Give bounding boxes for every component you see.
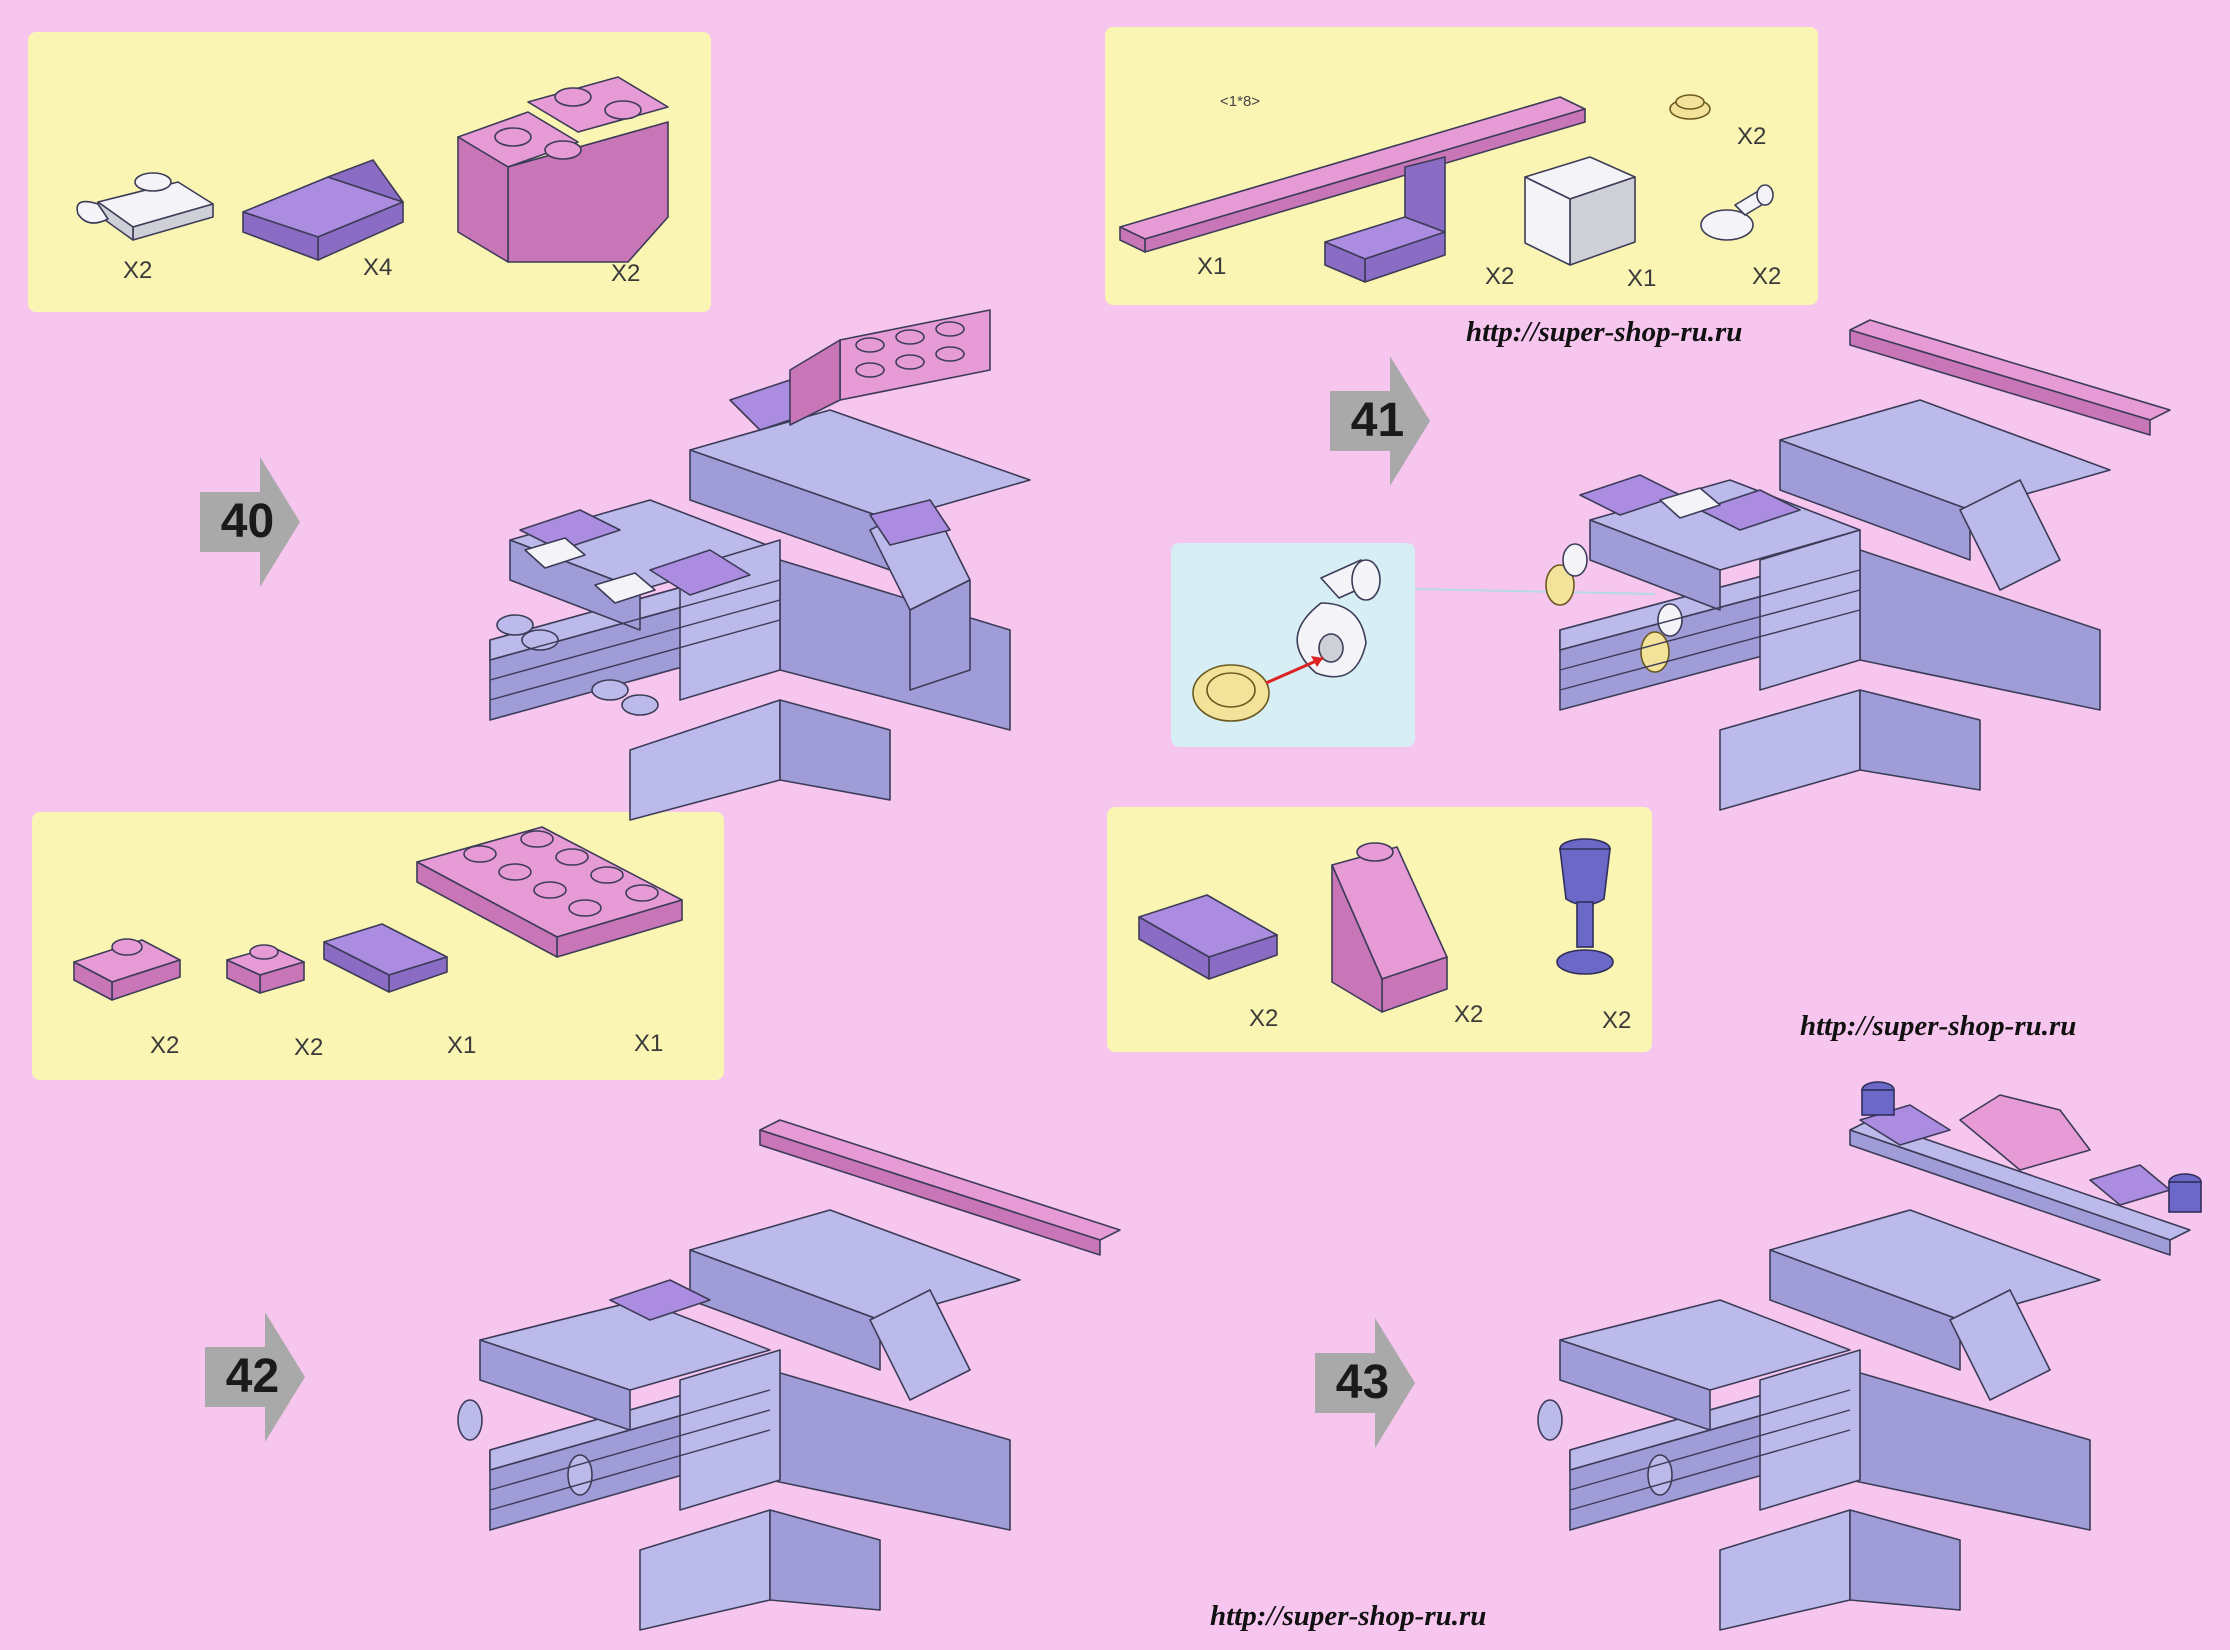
watermark-url-bottom: http://super-shop-ru.ru xyxy=(1210,1600,1487,1632)
watermark-url-top: http://super-shop-ru.ru xyxy=(1466,316,1743,348)
bracket-icon xyxy=(1324,156,1446,283)
plate-size-mark: <1*8> xyxy=(1220,93,1261,110)
step-40-arrow: 40 xyxy=(200,457,310,587)
step-arrow-icon xyxy=(200,457,300,587)
step-43-arrow: 43 xyxy=(1315,1318,1425,1448)
red-arrow-head-icon xyxy=(1311,656,1323,667)
step-arrow-icon xyxy=(1330,356,1430,486)
qty-plate-1x1: X2 xyxy=(294,1034,324,1061)
plate-1x8-icon xyxy=(1119,96,1586,253)
slope-pink-icon xyxy=(1331,842,1448,1013)
qty-plate-2x4: X1 xyxy=(634,1030,664,1057)
step-arrow-icon xyxy=(1315,1318,1415,1448)
plate-2x4-icon xyxy=(416,826,683,958)
parts-panel-step-41: <1*8> X1 X2 X1 X2 X2 xyxy=(1105,27,1818,305)
parts-panel-step-40: X2 X4 X2 xyxy=(28,32,711,312)
clip-plate-icon xyxy=(76,172,214,241)
parts-panel-step-42: X2 X2 X1 X1 xyxy=(32,812,724,1080)
step-42-number: 42 xyxy=(225,1350,280,1403)
assembly-step-40 xyxy=(489,309,1031,821)
parts-panel-step-43: X2 X2 X2 xyxy=(1107,807,1652,1052)
slope-icon xyxy=(242,159,404,261)
goblet-icon xyxy=(1556,838,1614,975)
assembly-step-42 xyxy=(457,1119,1121,1631)
step-42-arrow: 42 xyxy=(205,1312,315,1442)
tile-1x2-icon xyxy=(323,923,448,993)
slope-purple-icon xyxy=(1138,894,1278,980)
inset-detail-illustration xyxy=(1192,559,1381,722)
step-40-number: 40 xyxy=(220,495,275,548)
round-tile-icon xyxy=(1669,94,1711,120)
qty-clip-bar: X2 xyxy=(1752,263,1782,290)
model-body-icon xyxy=(1545,319,2171,811)
qty-inv-slope-brick: X2 xyxy=(611,260,641,287)
brick-1x2-white-icon xyxy=(1524,156,1636,266)
model-body-icon xyxy=(489,309,1031,821)
inset-detail-step-41 xyxy=(1171,543,1415,747)
plate-1x1-icon xyxy=(226,944,305,994)
inv-slope-brick-icon xyxy=(457,76,669,263)
parts-40-illustration xyxy=(76,76,669,263)
step-arrow-icon xyxy=(205,1312,305,1442)
step-41-arrow: 41 xyxy=(1330,356,1440,486)
clip-plate-pink-icon xyxy=(73,938,181,1001)
qty-round-tile: X2 xyxy=(1737,123,1767,150)
watermark-url-middle: http://super-shop-ru.ru xyxy=(1800,1010,2077,1042)
model-body-icon xyxy=(1537,1081,2202,1631)
qty-clip-plate: X2 xyxy=(123,257,153,284)
qty-slope-pink: X2 xyxy=(1454,1001,1484,1028)
clip-bar-detail-icon xyxy=(1296,559,1381,678)
clip-bar-icon xyxy=(1700,184,1774,241)
assembly-step-43 xyxy=(1537,1081,2202,1631)
qty-clip-plate-pink: X2 xyxy=(150,1032,180,1059)
assembly-step-41 xyxy=(1545,319,2171,811)
round-tile-detail-icon xyxy=(1192,664,1270,722)
step-41-number: 41 xyxy=(1350,394,1405,447)
qty-slope-purple: X2 xyxy=(1249,1005,1279,1032)
qty-bracket: X2 xyxy=(1485,263,1515,290)
step-43-number: 43 xyxy=(1335,1356,1390,1409)
qty-plate-1x8: X1 xyxy=(1197,253,1227,280)
parts-42-illustration xyxy=(73,826,683,1001)
qty-goblet: X2 xyxy=(1602,1007,1632,1034)
model-body-icon xyxy=(457,1119,1121,1631)
red-arrow-line-icon xyxy=(1265,656,1324,685)
parts-41-illustration xyxy=(1119,94,1774,283)
qty-slope: X4 xyxy=(363,254,393,281)
qty-tile-1x2: X1 xyxy=(447,1032,477,1059)
inset-connector-line xyxy=(1414,588,1656,595)
qty-brick-1x2-white: X1 xyxy=(1627,265,1657,292)
parts-43-illustration xyxy=(1138,838,1614,1013)
